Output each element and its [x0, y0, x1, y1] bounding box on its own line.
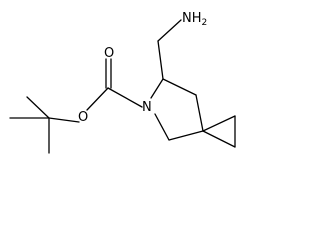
carbonyl-oxygen-label: O — [104, 46, 114, 61]
amine-nh2-label: NH2 — [182, 11, 207, 28]
bond-carbonyl-ester-o — [86, 87, 109, 111]
bond-c6-ch2 — [157, 40, 164, 80]
bond-n5-carbonyl — [107, 87, 143, 108]
bond-c7-spiro — [195, 94, 204, 132]
ester-oxygen-label: O — [78, 110, 88, 125]
ring-nitrogen-label: N — [142, 100, 152, 115]
bond-spiro-cp1 — [202, 115, 236, 132]
bond-tbu-me3 — [26, 96, 50, 119]
chemical-structure: NH2 N O O — [9, 11, 236, 154]
bond-c6-c7 — [162, 78, 197, 96]
bond-c6-n5 — [150, 78, 164, 99]
bond-ch2-nh2 — [157, 19, 182, 42]
bond-ester-o-tbu — [48, 117, 80, 123]
bond-spiro-c4 — [168, 130, 204, 141]
bond-c4-n5 — [154, 113, 170, 141]
bond-spiro-cp2 — [202, 130, 236, 148]
